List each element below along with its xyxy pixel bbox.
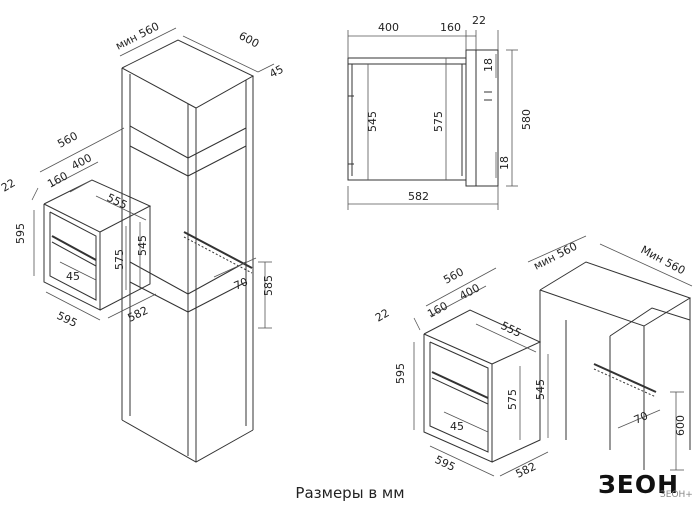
under-counter-cabinet (539, 261, 692, 470)
dim-side-160: 160 (440, 21, 461, 34)
under-counter-dimension-lines (527, 235, 693, 471)
tall-cabinet-outline (121, 39, 255, 463)
dim-right-oven-bottom-width: 595 (433, 453, 458, 474)
tall-cabinet-dimension-lines (119, 27, 275, 329)
dim-side-580: 580 (520, 109, 533, 130)
dim-left-oven-inner-height: 545 (136, 235, 149, 256)
dim-under-min-depth: Мин 560 (639, 243, 688, 277)
dim-right-oven-width: 560 (441, 265, 466, 286)
dim-side-575: 575 (432, 111, 445, 132)
dim-under-min-width: мин 560 (531, 240, 579, 273)
dim-left-oven-bottom-width: 595 (55, 309, 80, 330)
dim-right-oven-depth: 555 (499, 319, 524, 340)
dim-left-oven-offset: 45 (66, 270, 80, 283)
dim-left-oven-depth: 555 (105, 191, 130, 212)
oven-right (423, 309, 542, 463)
dim-left-oven-body-height: 575 (113, 249, 126, 270)
dim-right-oven-body-depth: 400 (457, 281, 482, 302)
dim-under-niche-height: 600 (674, 415, 687, 436)
dim-under-vent-gap: 70 (632, 409, 650, 427)
dim-side-545: 545 (366, 111, 379, 132)
dim-side-18-bottom: 18 (498, 156, 511, 170)
dim-tall-depth: 600 (237, 29, 262, 50)
caption: Размеры в мм (295, 484, 405, 502)
tall-cabinet-vent (183, 231, 253, 274)
logo-mark: ЗЕОН (598, 470, 680, 499)
dim-right-oven-inner-height: 545 (534, 379, 547, 400)
dim-left-oven-front: 22 (0, 176, 18, 194)
dim-left-oven-width: 560 (55, 129, 80, 150)
dim-left-oven-height: 595 (14, 223, 27, 244)
oven-left-dimension-lines (31, 127, 157, 321)
dim-tall-niche-height: 585 (262, 275, 275, 296)
side-section-dimension-lines (347, 30, 518, 210)
dim-right-oven-offset: 45 (450, 420, 464, 433)
dim-tall-vent-gap: 70 (232, 275, 250, 293)
dim-right-oven-panel: 160 (425, 299, 450, 320)
dim-right-oven-height: 595 (394, 363, 407, 384)
dim-right-oven-body-height: 575 (506, 389, 519, 410)
dim-side-582: 582 (408, 190, 429, 203)
oven-right-dimension-lines (413, 267, 549, 477)
dim-right-oven-front: 22 (373, 306, 392, 324)
dim-side-400: 400 (378, 21, 399, 34)
dim-left-oven-panel: 160 (45, 169, 70, 190)
dim-side-22: 22 (472, 14, 486, 27)
logo-subtext: ЗЕОН+ (660, 490, 693, 500)
brand-logo: ЗЕОН ЗЕОН+ (598, 470, 696, 506)
oven-left (43, 179, 152, 311)
dim-right-oven-bottom-depth: 582 (514, 460, 539, 481)
dim-tall-vent-depth: 45 (267, 63, 285, 81)
dim-side-18-top: 18 (482, 58, 495, 72)
